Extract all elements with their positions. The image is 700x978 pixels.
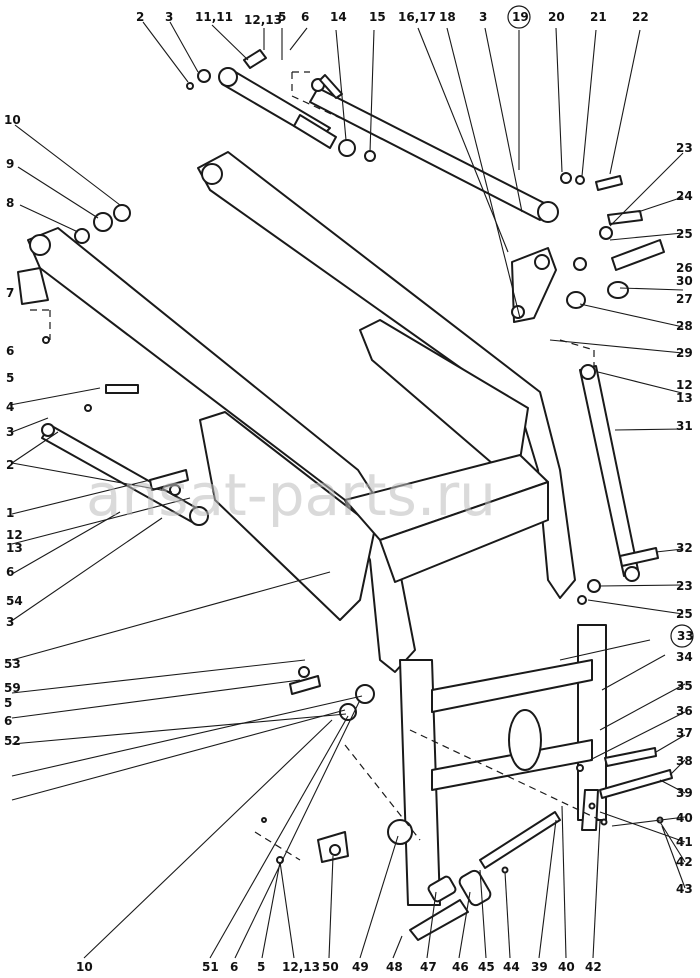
callout-label: 52 [4,734,21,748]
callout-label: 12,13 [282,960,320,974]
callout-label: 5 [6,371,14,385]
callout-label: 54 [6,594,23,608]
callout-label: 47 [420,960,437,974]
callout-label: 11,11 [195,10,233,24]
quick-attach-frame [387,624,607,906]
callout-label: 48 [386,960,403,974]
callout-label: 6 [6,344,14,358]
callout-label: 35 [676,679,693,693]
leader-lines [9,21,686,959]
callout-ring-33 [670,624,694,648]
upper-tie-rod [309,74,559,223]
callout-label: 31 [676,419,693,433]
callout-label: 2 [136,10,144,24]
callout-label: 10 [4,113,21,127]
callout-label: 23 [676,579,693,593]
callout-label: 53 [4,657,21,671]
callout-label: 32 [676,541,693,555]
side-link-rod [579,364,640,582]
callout-label: 39 [676,786,693,800]
callout-label: 40 [558,960,575,974]
callout-label: 5 [4,696,12,710]
callout-label: 46 [452,960,469,974]
callout-label: 51 [202,960,219,974]
watermark-text: ansat-parts.ru [86,461,496,529]
loader-arm-front [27,227,416,673]
callout-label: 33 [677,629,694,643]
callout-label: 44 [503,960,520,974]
callout-label: 8 [6,196,14,210]
callout-label: 6 [4,714,12,728]
loader-arm-rear [197,151,576,599]
callout-label: 12,13 [244,13,282,27]
callout-label: 43 [676,882,693,896]
callout-label: 45 [478,960,495,974]
callout-label: 7 [6,286,14,300]
callout-label: 49 [352,960,369,974]
callout-label: 59 [4,681,21,695]
callout-label: 3 [165,10,173,24]
callout-label: 28 [676,319,693,333]
callout-label: 26 [676,261,693,275]
callout-label: 30 [676,274,693,288]
callout-label: 42 [585,960,602,974]
callout-label: 3 [479,10,487,24]
small-hardware [17,69,665,874]
callout-label: 40 [676,811,693,825]
callout-label: 34 [676,650,693,664]
callout-label: 27 [676,292,693,306]
callout-label: 42 [676,855,693,869]
callout-label: 50 [322,960,339,974]
callout-label: 1 [6,506,14,520]
callout-label: 21 [590,10,607,24]
callout-label: 2 [6,458,14,472]
callout-label: 13 [676,391,693,405]
callout-label: 24 [676,189,693,203]
arm-cross-beam [344,454,549,583]
callout-label: 25 [676,227,693,241]
callout-label: 3 [6,615,14,629]
callout-ring-19 [507,5,531,29]
callout-label: 25 [676,607,693,621]
callout-label: 10 [76,960,93,974]
callout-label: 16,17 [398,10,436,24]
callout-label: 12 [6,528,23,542]
callout-label: 3 [6,425,14,439]
callout-label: 37 [676,726,693,740]
callout-label: 29 [676,346,693,360]
callout-label: 6 [230,960,238,974]
callout-label: 38 [676,754,693,768]
callout-labels: 2 3 11,11 12,13 5 6 14 15 16,17 18 3 19 … [4,10,694,974]
callout-label: 12 [676,378,693,392]
callout-label: 15 [369,10,386,24]
callout-label: 13 [6,541,23,555]
callout-label: 20 [548,10,565,24]
callout-label: 6 [301,10,309,24]
callout-label: 18 [439,10,456,24]
callout-label: 5 [257,960,265,974]
callout-label: 6 [6,565,14,579]
callout-label: 39 [531,960,548,974]
callout-label: 9 [6,157,14,171]
callout-label: 41 [676,835,693,849]
callout-label: 14 [330,10,347,24]
callout-label: 22 [632,10,649,24]
callout-label: 5 [278,10,286,24]
callout-label: 4 [6,400,14,414]
callout-label: 36 [676,704,693,718]
callout-label: 23 [676,141,693,155]
callout-label: 19 [512,10,529,24]
